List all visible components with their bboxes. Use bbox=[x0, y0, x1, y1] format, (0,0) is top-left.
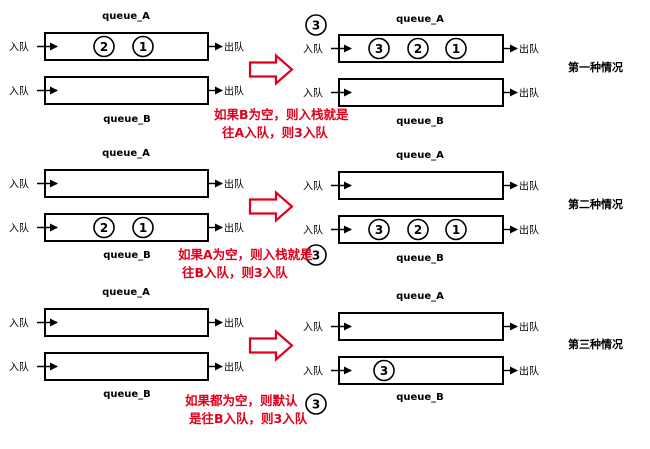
case-title: 第一种情况 bbox=[568, 60, 623, 74]
enqueue-label: 入队 bbox=[9, 317, 29, 330]
dequeue-label: 出队 bbox=[224, 41, 244, 54]
queue-a-box-after-case3 bbox=[338, 312, 504, 341]
element-ball-2 bbox=[93, 216, 115, 239]
element-ball-1 bbox=[132, 35, 154, 58]
queue-a-name: queue_A bbox=[102, 11, 150, 22]
dequeue-label: 出队 bbox=[519, 365, 539, 378]
element-ball-label: 2 bbox=[100, 221, 108, 235]
dequeue-label: 出队 bbox=[224, 178, 244, 191]
element-ball-2 bbox=[407, 37, 429, 60]
queue-b-box-after-case1 bbox=[338, 78, 504, 107]
dequeue-label: 出队 bbox=[224, 361, 244, 374]
queue-a-box-after-case2 bbox=[338, 171, 504, 200]
element-ball-label: 3 bbox=[375, 42, 383, 56]
element-ball-label: 2 bbox=[414, 223, 422, 237]
element-ball-label: 3 bbox=[380, 364, 388, 378]
case-note-line: 如果都为空，则默认 bbox=[185, 393, 298, 408]
element-ball-label: 1 bbox=[139, 40, 147, 54]
pending-element-ball bbox=[305, 14, 327, 36]
dequeue-label: 出队 bbox=[224, 317, 244, 330]
queue-a-name: queue_A bbox=[396, 291, 444, 302]
queue-a-box-before-case2 bbox=[44, 169, 209, 198]
element-ball-3 bbox=[373, 359, 395, 382]
queue-a-name: queue_A bbox=[102, 287, 150, 298]
dequeue-label: 出队 bbox=[224, 222, 244, 235]
queue-a-name: queue_A bbox=[396, 150, 444, 161]
enqueue-label: 入队 bbox=[9, 222, 29, 235]
pending-element-label: 3 bbox=[312, 249, 320, 263]
case-note-line: 往A入队，则3入队 bbox=[222, 125, 328, 140]
queue-b-name: queue_B bbox=[396, 116, 444, 127]
enqueue-label: 入队 bbox=[303, 180, 323, 193]
queue-b-box-before-case3 bbox=[44, 352, 209, 381]
enqueue-label: 入队 bbox=[9, 178, 29, 191]
pending-element-label: 3 bbox=[312, 398, 320, 412]
element-ball-label: 1 bbox=[139, 221, 147, 235]
pending-element-ball bbox=[305, 244, 327, 266]
element-ball-2 bbox=[93, 35, 115, 58]
element-ball-2 bbox=[407, 218, 429, 241]
dequeue-label: 出队 bbox=[519, 43, 539, 56]
queue-b-name: queue_B bbox=[103, 389, 151, 400]
case-note-line: 是往B入队，则3入队 bbox=[188, 411, 308, 426]
queue-b-name: queue_B bbox=[103, 250, 151, 261]
element-ball-label: 1 bbox=[452, 223, 460, 237]
queue-b-name: queue_B bbox=[103, 114, 151, 125]
enqueue-label: 入队 bbox=[9, 361, 29, 374]
element-ball-3 bbox=[368, 218, 390, 241]
dequeue-label: 出队 bbox=[519, 87, 539, 100]
pending-element-label: 3 bbox=[312, 19, 320, 33]
queue-b-box-after-case3 bbox=[338, 356, 504, 385]
element-ball-1 bbox=[445, 218, 467, 241]
queue-b-name: queue_B bbox=[396, 392, 444, 403]
case-note-line: 如果A为空，则入栈就是 bbox=[178, 247, 313, 262]
enqueue-label: 入队 bbox=[9, 41, 29, 54]
case-note-line: 往B入队，则3入队 bbox=[182, 265, 288, 280]
transfer-arrow bbox=[248, 53, 294, 86]
enqueue-label: 入队 bbox=[303, 87, 323, 100]
enqueue-label: 入队 bbox=[303, 321, 323, 334]
case-title: 第二种情况 bbox=[568, 197, 623, 211]
case-note-line: 如果B为空，则入栈就是 bbox=[214, 107, 349, 122]
queue-b-box-before-case2 bbox=[44, 213, 209, 242]
element-ball-1 bbox=[445, 37, 467, 60]
dequeue-label: 出队 bbox=[519, 180, 539, 193]
queue-a-name: queue_A bbox=[396, 14, 444, 25]
enqueue-label: 入队 bbox=[303, 224, 323, 237]
pending-element-ball bbox=[305, 393, 327, 415]
dequeue-label: 出队 bbox=[224, 85, 244, 98]
queue-a-box-before-case3 bbox=[44, 308, 209, 337]
transfer-arrow bbox=[248, 329, 294, 362]
queue-b-box-before-case1 bbox=[44, 76, 209, 105]
case-title: 第三种情况 bbox=[568, 337, 623, 351]
queue-b-name: queue_B bbox=[396, 253, 444, 264]
queue-a-box-before-case1 bbox=[44, 32, 209, 61]
enqueue-label: 入队 bbox=[9, 85, 29, 98]
element-ball-1 bbox=[132, 216, 154, 239]
element-ball-label: 3 bbox=[375, 223, 383, 237]
element-ball-label: 2 bbox=[414, 42, 422, 56]
element-ball-label: 1 bbox=[452, 42, 460, 56]
transfer-arrow bbox=[248, 190, 294, 223]
dequeue-label: 出队 bbox=[519, 224, 539, 237]
enqueue-label: 入队 bbox=[303, 43, 323, 56]
dequeue-label: 出队 bbox=[519, 321, 539, 334]
enqueue-label: 入队 bbox=[303, 365, 323, 378]
element-ball-label: 2 bbox=[100, 40, 108, 54]
queue-a-name: queue_A bbox=[102, 148, 150, 159]
element-ball-3 bbox=[368, 37, 390, 60]
